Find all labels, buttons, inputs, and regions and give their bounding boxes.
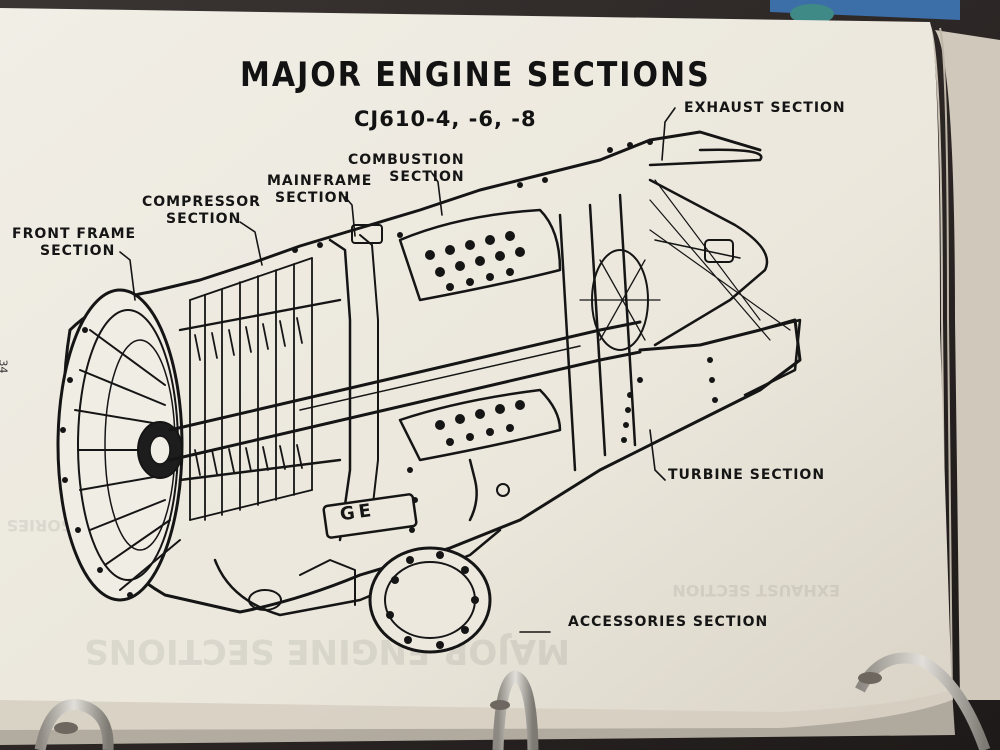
binder-rings — [34, 652, 991, 750]
page-stack-edge — [935, 30, 1000, 700]
label-turbine-section: TURBINE SECTION — [668, 467, 826, 483]
label-mainframe-line2: SECTION — [275, 190, 351, 206]
index-tab — [770, 0, 960, 24]
svg-text:MAJOR ENGINE SECTIONS: MAJOR ENGINE SECTIONS — [84, 631, 570, 671]
page-title: MAJOR ENGINE SECTIONS — [240, 56, 711, 96]
label-exhaust-section: EXHAUST SECTION — [684, 100, 846, 116]
svg-text:EXHAUST SECTION: EXHAUST SECTION — [672, 581, 840, 600]
label-front-frame-line2: SECTION — [40, 243, 116, 259]
label-accessories-section: ACCESSORIES SECTION — [568, 614, 769, 630]
label-combustion-line1: COMBUSTION — [348, 152, 465, 168]
label-compressor-line2: SECTION — [166, 211, 242, 227]
label-compressor-section: COMPRESSOR SECTION — [142, 194, 261, 228]
combustor-holes — [425, 231, 525, 446]
page-number: 34 — [0, 359, 10, 374]
label-compressor-line1: COMPRESSOR — [142, 194, 261, 210]
label-mainframe-section: MAINFRAME SECTION — [267, 173, 372, 207]
label-front-frame-section: FRONT FRAME SECTION — [12, 226, 136, 260]
label-mainframe-line1: MAINFRAME — [267, 173, 373, 189]
label-combustion-section: COMBUSTION SECTION — [348, 152, 465, 186]
label-front-frame-line1: FRONT FRAME — [12, 226, 137, 242]
leader-lines — [119, 107, 676, 633]
label-combustion-line2: SECTION — [389, 169, 465, 185]
manual-page — [0, 8, 952, 730]
engine-cutaway-diagram — [56, 107, 802, 654]
engine-model-subtitle: CJ610-4, -6, -8 — [354, 107, 537, 131]
